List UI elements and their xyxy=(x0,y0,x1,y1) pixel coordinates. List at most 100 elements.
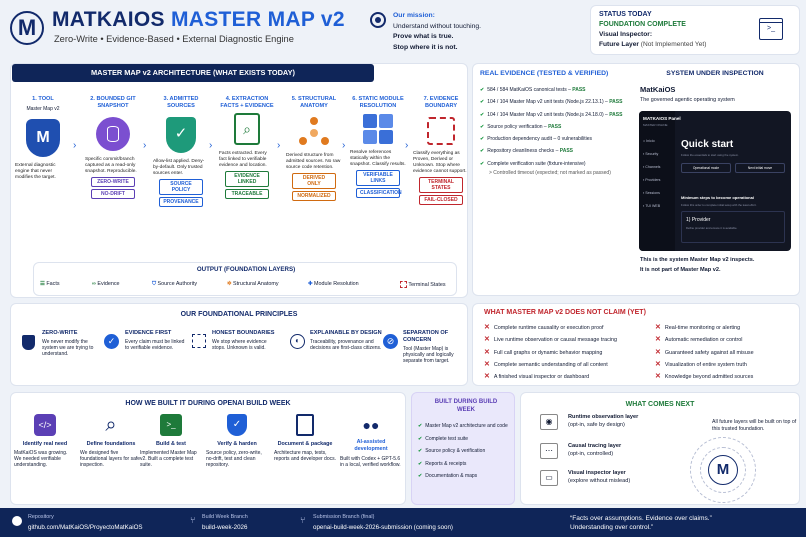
build-panel xyxy=(10,392,406,505)
list-item: ✕Guaranteed safety against all misuse xyxy=(655,348,754,356)
build-list-panel xyxy=(411,392,515,505)
branch-icon: ⑂ xyxy=(190,515,196,525)
list-item: ✕Full call graphs or dynamic behavior ma… xyxy=(484,348,603,356)
list-item: ✔Master Map v2 architecture and code xyxy=(418,423,508,429)
build-step: ⌕ Define foundations We designed five fo… xyxy=(80,414,141,469)
list-item: ✕A finished visual inspector or dashboar… xyxy=(484,373,590,381)
x-icon: ✕ xyxy=(484,360,490,368)
output-panel: OUTPUT (FOUNDATION LAYERS) ☰ Facts ∞ Evi… xyxy=(33,262,457,296)
tag: ZERO-WRITE xyxy=(91,177,135,187)
check-icon: ✔ xyxy=(480,160,485,167)
nav-item[interactable]: ▪ Providers xyxy=(643,178,661,182)
branch-label: Build Week Branch xyxy=(202,514,248,520)
footer-quote: “Facts over assumptions. Evidence over c… xyxy=(570,515,712,531)
nav-item[interactable]: ▪ Security xyxy=(643,152,659,156)
eye-icon: ◉ xyxy=(540,414,558,430)
x-icon: ✕ xyxy=(655,373,661,381)
build-step: </> Identify real need MatKaiOS was grow… xyxy=(14,414,76,469)
next-panel xyxy=(520,392,800,505)
check-icon: ✔ xyxy=(480,123,485,130)
tag: SOURCE POLICY xyxy=(159,179,203,195)
list-item: ✔Production dependency audit – 0 vulnera… xyxy=(480,136,592,143)
tag: TERMINAL STATES xyxy=(419,177,463,193)
database-icon xyxy=(96,117,130,151)
arch-step-sources: 3. ADMITTED SOURCES ✓ Allow-list applied… xyxy=(153,96,205,207)
arrow-icon: › xyxy=(73,140,77,151)
arch-step-anatomy: 5. STRUCTURAL ANATOMY Derived structure … xyxy=(286,96,341,201)
link-icon: ∞ xyxy=(92,281,96,287)
footer: Repository github.com/MatKaiOS/ProyectoM… xyxy=(0,508,806,537)
panel-nav: ⌂ Inicio ▪ Security ▪ Channels ▪ Provide… xyxy=(643,135,660,213)
check-icon: ✔ xyxy=(418,448,423,454)
check-circle-icon: ✓ xyxy=(104,334,119,349)
team-icon: ●● xyxy=(362,417,380,433)
evidence-list: ✔584 / 584 MatKaiOS canonical tests – PA… xyxy=(480,84,630,176)
next-move-button[interactable]: Next initial move xyxy=(735,163,785,173)
list-item: ✔Source policy & verification xyxy=(418,448,486,454)
search-icon: ⌕ xyxy=(105,414,117,436)
repo-label: Repository xyxy=(28,514,54,520)
output-terminal: Terminal States xyxy=(400,281,446,288)
shield-check-icon: ✓ xyxy=(227,414,247,436)
noclaim-panel xyxy=(472,303,800,386)
operational-mode-button[interactable]: Operational mode xyxy=(681,163,731,173)
status-card: STATUS TODAY FOUNDATION COMPLETE Visual … xyxy=(590,5,800,55)
code-icon: </> xyxy=(34,414,56,436)
list-item: ✔584 / 584 MatKaiOS canonical tests – PA… xyxy=(480,87,586,93)
list-item: ✔Complete verification suite (fixture-in… xyxy=(480,160,586,167)
build-step: Document & package Architecture map, tes… xyxy=(274,414,336,462)
submission-link[interactable]: openai-build-week-2026-submission (comin… xyxy=(313,524,453,531)
list-item: ✕Real-time monitoring or alerting xyxy=(655,324,741,331)
check-icon: ✔ xyxy=(480,148,485,155)
puzzle-icon: ✚ xyxy=(308,281,313,287)
system-desc: The governed agentic operating system xyxy=(640,97,735,103)
system-title: SYSTEM UNDER INSPECTION xyxy=(666,70,764,77)
output-evidence: ∞ Evidence xyxy=(92,281,120,287)
terminal-icon: >_ xyxy=(160,414,182,436)
nav-item[interactable]: ▪ TUI WEB xyxy=(643,204,661,208)
nav-item[interactable]: ▪ Channels xyxy=(643,165,661,169)
output-facts: ☰ Facts xyxy=(40,281,60,287)
architecture-panel xyxy=(10,63,468,298)
mission-line: Stop where it is not. xyxy=(393,43,458,51)
x-icon: ✕ xyxy=(484,348,490,356)
branch-icon: ⑂ xyxy=(300,515,306,525)
architecture-title: MASTER MAP v2 ARCHITECTURE (WHAT EXISTS … xyxy=(12,64,374,82)
tag: CLASSIFICATION xyxy=(356,188,402,198)
logo: M xyxy=(10,11,44,45)
list-item: ✔Repository cleanliness checks – PASS xyxy=(480,148,573,155)
x-icon: ✕ xyxy=(655,360,661,368)
list-icon: ☰ xyxy=(40,281,45,287)
dashed-box-icon xyxy=(400,281,407,288)
tag: VERIFIABLE LINKS xyxy=(356,170,400,186)
arch-step-extraction: 4. EXTRACTION FACTS + EVIDENCE ⌕ Facts e… xyxy=(219,96,274,199)
branch-link[interactable]: build-week-2026 xyxy=(202,524,248,531)
list-item: ✕Automatic remediation or control xyxy=(655,336,743,344)
list-item: ✔Complete test suite xyxy=(418,435,469,442)
future-ring xyxy=(690,437,756,503)
clipboard-search-icon: ⌕ xyxy=(234,113,260,145)
nodes-icon xyxy=(297,117,331,147)
nodes-icon: ✲ xyxy=(227,281,232,287)
x-icon: ✕ xyxy=(484,324,490,331)
nav-item[interactable]: ⌂ Inicio xyxy=(643,139,655,143)
check-icon: ✔ xyxy=(418,473,423,479)
transparency-icon: ◐ xyxy=(290,334,305,349)
repo-link[interactable]: github.com/MatKaiOS/ProyectoMatKaiOS xyxy=(28,524,143,531)
list-item: ✕Complete runtime causality or execution… xyxy=(484,324,604,331)
nav-item[interactable]: ▪ Sessions xyxy=(643,191,660,195)
build-step: ✓ Verify & harden Source policy, zero-wr… xyxy=(206,414,268,469)
document-icon xyxy=(296,414,314,436)
x-icon: ✕ xyxy=(655,324,661,331)
provider-card: 1) Provider Define provider and ensure i… xyxy=(681,211,785,243)
status-value: FOUNDATION COMPLETE xyxy=(599,20,686,28)
panel-title: MATKAIOS Panel xyxy=(643,116,681,121)
arrow-icon: › xyxy=(143,140,147,151)
output-authority: ⛉ Source Authority xyxy=(152,281,198,287)
trace-icon: ⋯ xyxy=(540,443,558,459)
quick-title: Quick start xyxy=(681,139,734,150)
quick-sub: Follow the essentials to start using the… xyxy=(681,153,739,157)
